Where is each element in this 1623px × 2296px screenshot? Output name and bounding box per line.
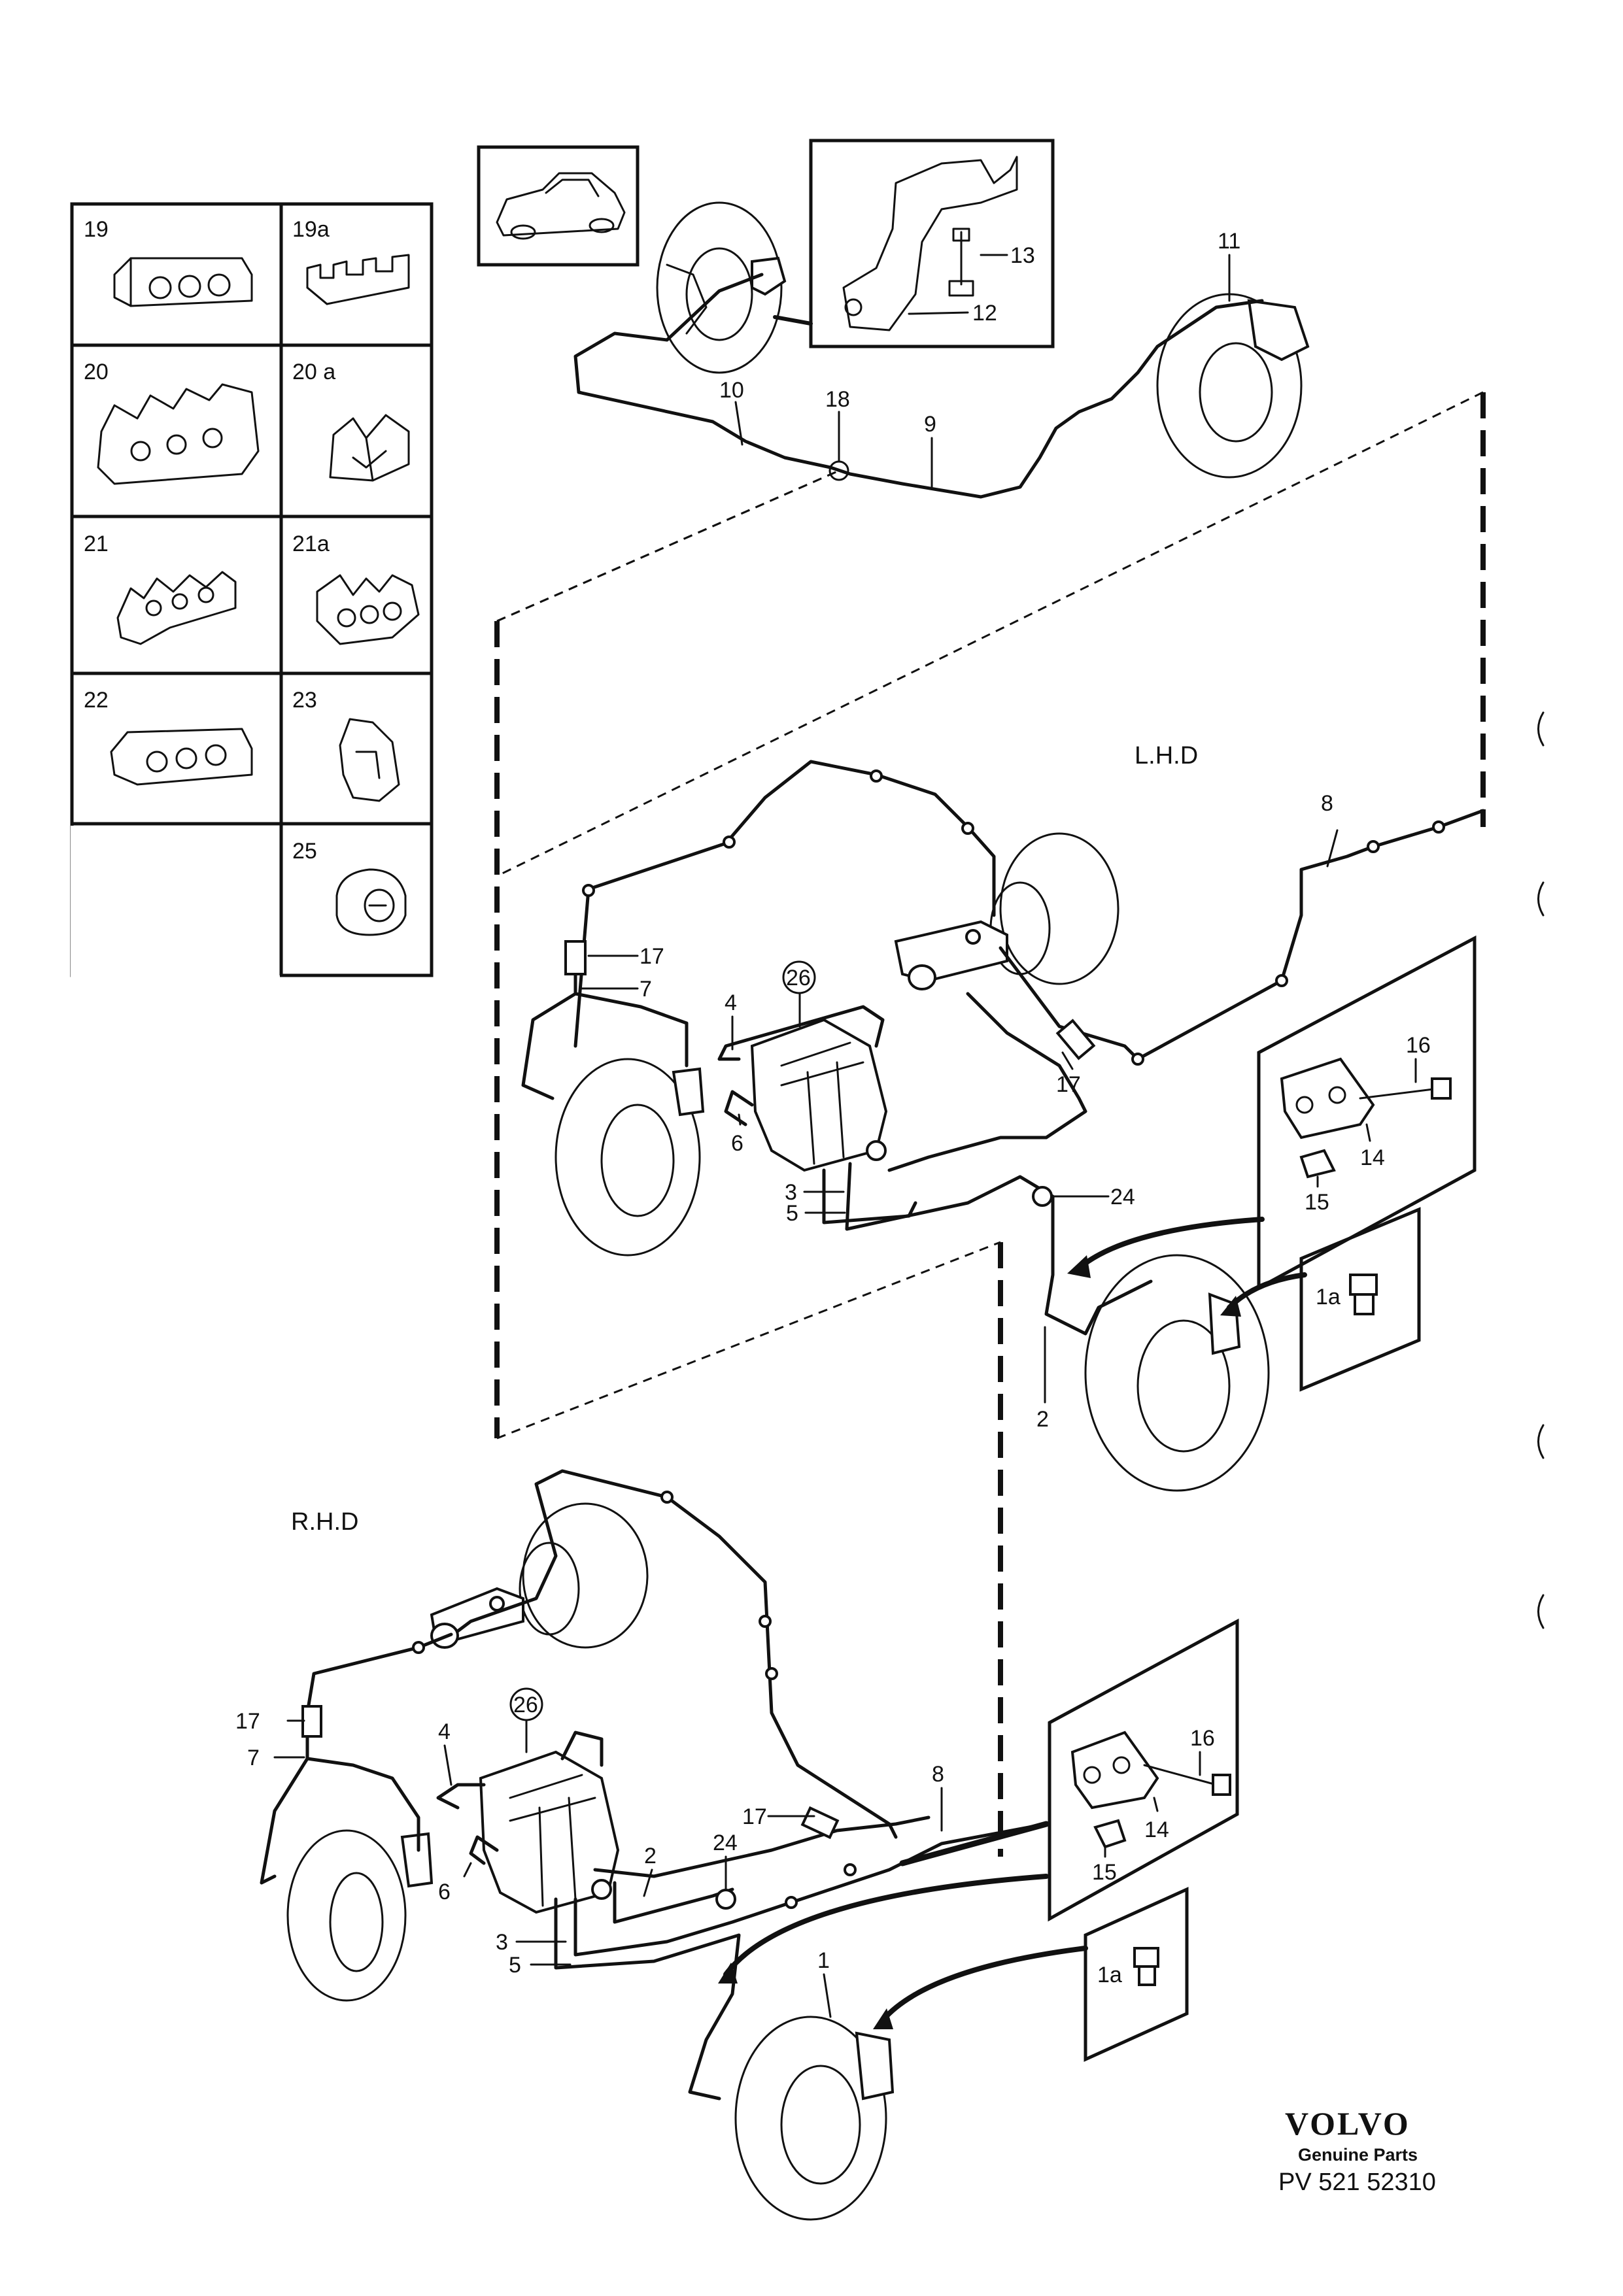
lhd-callout-5: 5	[786, 1201, 798, 1226]
clip-20a-drawing	[329, 414, 410, 482]
clip-label-20a: 20 a	[292, 360, 335, 384]
callout-12: 12	[972, 301, 997, 326]
lhd-callout-17a: 17	[640, 944, 664, 969]
clip-label-19: 19	[84, 217, 109, 242]
clip-label-19a: 19a	[292, 217, 330, 242]
lhd-callout-24: 24	[1110, 1185, 1135, 1209]
rhd-section: R.H.D	[235, 1469, 1239, 2221]
rhd-callout-24: 24	[713, 1831, 738, 1855]
lhd-callout-17b: 17	[1056, 1072, 1081, 1097]
clip-label-21a: 21a	[292, 532, 330, 556]
clip-label-21: 21	[84, 532, 109, 556]
rhd-callout-17b: 17	[742, 1804, 767, 1829]
clip-23-drawing	[339, 718, 400, 802]
clip-22-drawing	[110, 728, 253, 786]
rhd-callout-26: 26	[513, 1693, 538, 1717]
lhd-callout-26: 26	[786, 966, 811, 990]
lhd-bracket-inset: 16 14 15	[1257, 935, 1477, 1291]
brand-subtitle: Genuine Parts	[1298, 2145, 1418, 2165]
clip-20-drawing	[97, 383, 260, 485]
part-number: PV 521 52310	[1278, 2169, 1436, 2196]
callout-9: 9	[924, 412, 936, 437]
clip-21-drawing	[116, 571, 237, 645]
clip-label-22: 22	[84, 688, 109, 713]
lhd-callout-7: 7	[640, 977, 652, 1002]
lhd-callout-3: 3	[785, 1180, 797, 1205]
rhd-callout-3: 3	[496, 1930, 508, 1955]
lhd-frame	[494, 391, 1486, 1857]
lhd-callout-6: 6	[731, 1131, 743, 1156]
clip-label-23: 23	[292, 688, 317, 713]
lhd-callout-16: 16	[1406, 1033, 1431, 1058]
rhd-callout-1: 1	[817, 1948, 830, 1973]
rhd-callout-16: 16	[1190, 1726, 1215, 1751]
rear-brake-assembly: 11 10 18 9	[573, 201, 1310, 499]
car-thumbnail	[477, 145, 640, 267]
rhd-callout-15: 15	[1092, 1860, 1117, 1885]
volvo-logo-text: VOLVO	[1285, 2105, 1410, 2142]
lhd-callout-15: 15	[1305, 1190, 1329, 1215]
clip-19a-drawing	[306, 254, 410, 305]
rhd-callout-17a: 17	[235, 1709, 260, 1734]
clip-25-drawing	[335, 868, 407, 936]
rhd-title: R.H.D	[291, 1508, 358, 1536]
rhd-callout-8: 8	[932, 1762, 944, 1787]
bracket-inset: 13 12	[809, 139, 1055, 348]
callout-11: 11	[1218, 229, 1240, 254]
clip-label-25: 25	[292, 839, 317, 864]
rhd-callout-1a: 1a	[1097, 1963, 1122, 1987]
rhd-bracket-inset: 16 14 15	[1048, 1618, 1239, 1922]
lhd-callout-1a: 1a	[1316, 1285, 1341, 1309]
clip-19-drawing	[113, 257, 253, 307]
rhd-callout-2: 2	[644, 1844, 657, 1868]
callout-10: 10	[719, 378, 744, 403]
rhd-fitting-inset: 1a	[873, 1887, 1189, 2062]
lhd-callout-8: 8	[1321, 791, 1333, 816]
rhd-callout-7: 7	[247, 1746, 260, 1770]
rhd-callout-5: 5	[509, 1953, 521, 1978]
lhd-callout-4: 4	[725, 990, 737, 1015]
lhd-title: L.H.D	[1135, 742, 1198, 769]
lhd-section: L.H.D	[521, 742, 1485, 1492]
rhd-callout-4: 4	[438, 1719, 451, 1744]
clip-grid: 19 19a 20 20 a 21 21a 22 23 25	[70, 202, 434, 977]
callout-13: 13	[1010, 243, 1035, 268]
clip-21a-drawing	[316, 574, 420, 645]
brand-block: VOLVO Genuine Parts PV 521 52310	[1278, 2105, 1436, 2196]
lhd-callout-2: 2	[1036, 1407, 1049, 1432]
clip-label-20: 20	[84, 360, 109, 384]
callout-18: 18	[825, 387, 850, 412]
lhd-callout-14: 14	[1360, 1145, 1385, 1170]
rhd-callout-6: 6	[438, 1880, 451, 1904]
lhd-fitting-inset: 1a	[1220, 1207, 1421, 1392]
rhd-callout-14: 14	[1144, 1817, 1169, 1842]
